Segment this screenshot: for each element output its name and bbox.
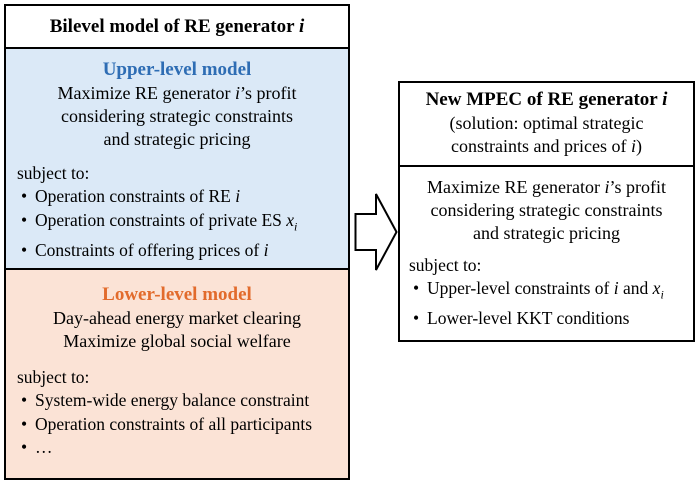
bilevel-title: Bilevel model of RE generator i	[6, 6, 348, 47]
lower-objective-line: Day-ahead energy market clearing	[52, 308, 302, 328]
mpec-objective: Maximize RE generator i’s profit conside…	[400, 176, 693, 245]
mpec-subject-to: subject to:	[409, 255, 482, 275]
mpec-title: New MPEC of RE generator i	[425, 89, 668, 110]
list-item: •Upper-level constraints of i and xi	[413, 278, 664, 302]
mpec-solution-note: (solution: optimal strategic constraints…	[400, 112, 693, 158]
upper-level-heading: Upper-level model	[102, 59, 252, 80]
upper-objective-line: Maximize RE generator i’s profit	[57, 83, 297, 103]
lower-subject-to: subject to:	[17, 367, 90, 387]
lower-level-objective: Day-ahead energy market clearing Maximiz…	[6, 307, 348, 353]
upper-level-objective: Maximize RE generator i’s profit conside…	[6, 82, 348, 151]
lower-level-box: Lower-level model Day-ahead energy marke…	[4, 270, 350, 480]
list-item: •…	[21, 437, 53, 457]
right-arrow-icon	[354, 193, 398, 271]
mpec-objective-line: Maximize RE generator i’s profit	[427, 177, 666, 197]
upper-objective-line: and strategic pricing	[103, 129, 251, 149]
mpec-header-box: New MPEC of RE generator i (solution: op…	[398, 81, 695, 167]
list-item: •Lower-level KKT conditions	[413, 308, 630, 328]
lower-objective-line: Maximize global social welfare	[63, 331, 291, 351]
list-item: •Operation constraints of private ES xi	[21, 209, 298, 234]
upper-constraint-list: •Operation constraints of RE i •Operatio…	[17, 185, 348, 262]
list-item: •Operation constraints of RE i	[21, 186, 241, 206]
mpec-body-box: Maximize RE generator i’s profit conside…	[398, 165, 695, 342]
lower-constraint-list: •System-wide energy balance constraint •…	[17, 389, 348, 460]
bilevel-title-var: i	[298, 16, 305, 37]
mpec-objective-line: and strategic pricing	[473, 223, 620, 243]
bilevel-title-text: Bilevel model of RE generator	[49, 16, 295, 37]
bilevel-title-box: Bilevel model of RE generator i	[4, 4, 350, 49]
lower-level-heading: Lower-level model	[102, 284, 252, 305]
list-item: •System-wide energy balance constraint	[21, 390, 310, 410]
mpec-constraint-list: •Upper-level constraints of i and xi •Lo…	[409, 277, 693, 331]
mpec-solution-line: (solution: optimal strategic	[449, 113, 644, 133]
mpec-objective-line: considering strategic constraints	[430, 200, 663, 220]
upper-level-box: Upper-level model Maximize RE generator …	[4, 49, 350, 270]
list-item: •Operation constraints of all participan…	[21, 413, 313, 434]
upper-subject-to: subject to:	[17, 163, 90, 183]
list-item: •Constraints of offering prices of i	[21, 239, 269, 260]
mpec-solution-line: constraints and prices of i)	[451, 136, 642, 156]
upper-objective-line: considering strategic constraints	[61, 106, 293, 126]
